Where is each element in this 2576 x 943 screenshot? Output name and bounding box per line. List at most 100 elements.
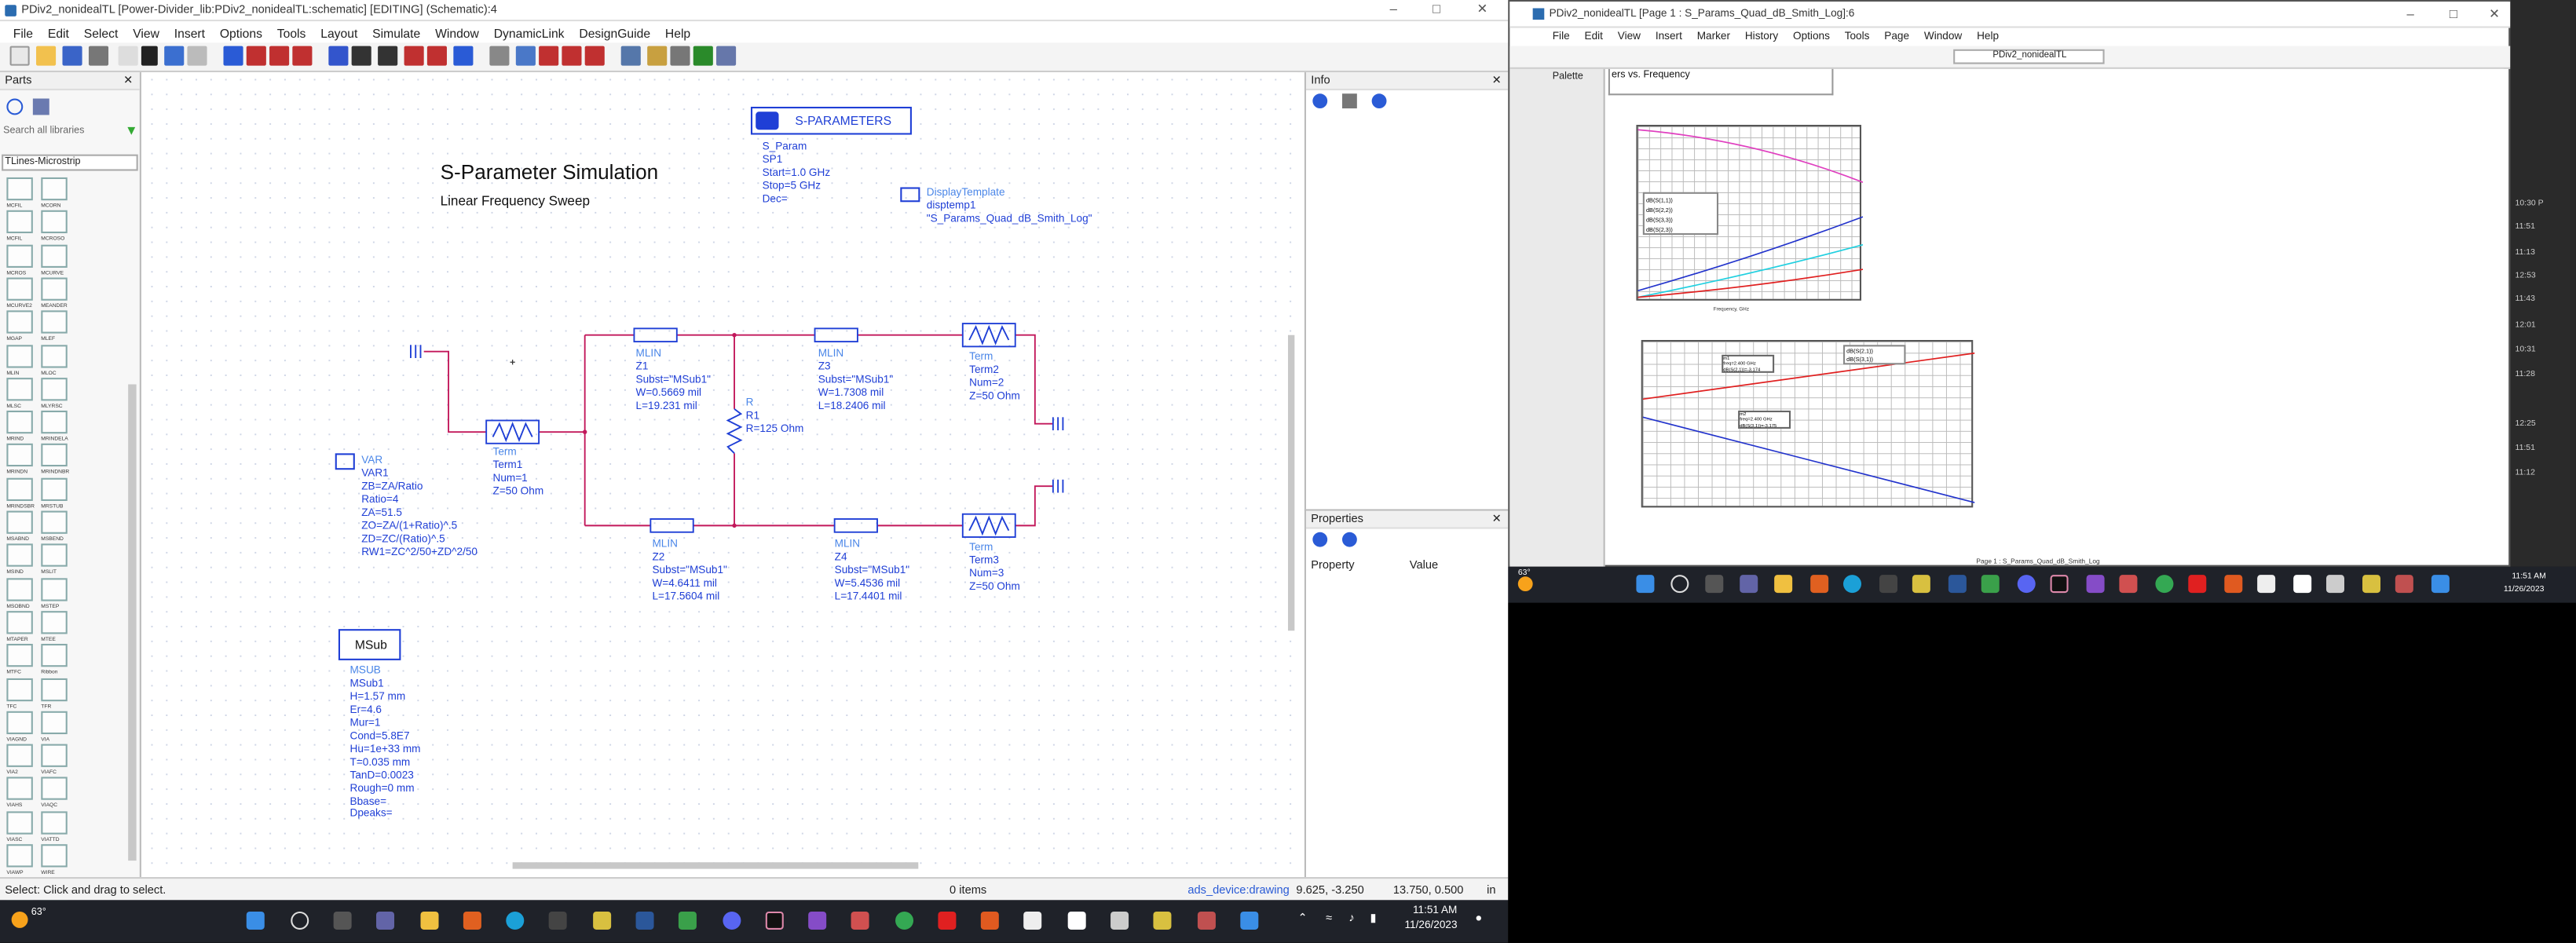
part-item[interactable]	[41, 577, 68, 601]
help-icon[interactable]	[1371, 93, 1387, 109]
part-item[interactable]	[6, 210, 33, 234]
notification-icon[interactable]: ●	[1475, 913, 1483, 925]
matlab-icon[interactable]	[2119, 575, 2138, 594]
app-icon[interactable]	[2257, 575, 2276, 594]
new-icon[interactable]	[9, 46, 30, 66]
delete-icon[interactable]	[141, 46, 158, 66]
part-item[interactable]	[41, 711, 68, 734]
deactivate-icon[interactable]	[539, 46, 559, 66]
data-display-icon[interactable]	[2395, 575, 2413, 594]
edge-icon[interactable]	[506, 911, 525, 930]
part-item[interactable]	[41, 477, 68, 501]
redo-icon[interactable]	[187, 46, 207, 66]
parts-scrollbar[interactable]	[128, 384, 137, 861]
part-item[interactable]	[41, 411, 68, 434]
save-icon[interactable]	[62, 46, 82, 66]
chrome-icon[interactable]	[2155, 575, 2174, 594]
print-icon[interactable]	[88, 46, 109, 66]
help-icon[interactable]	[1342, 532, 1357, 547]
app-icon[interactable]	[2325, 575, 2344, 594]
close-button[interactable]: ✕	[2489, 6, 2501, 22]
part-item[interactable]	[41, 644, 68, 667]
print-icon[interactable]	[1342, 93, 1357, 109]
app-icon[interactable]	[678, 911, 697, 930]
sparam-controller[interactable]: S-PARAMETERS	[750, 106, 912, 135]
part-item[interactable]	[41, 210, 68, 234]
part-item[interactable]	[6, 310, 33, 334]
optimize-icon[interactable]	[647, 46, 668, 66]
marker-m2[interactable]: m2 freq=2.400 GHz dB(S(3,1))=-3.175	[1738, 410, 1791, 429]
marker-m1[interactable]: m1 freq=2.400 GHz dB(S(2,1))=-3.174	[1722, 354, 1775, 373]
panel-close-icon[interactable]: ✕	[1491, 514, 1502, 526]
part-item[interactable]	[41, 310, 68, 334]
part-item[interactable]	[41, 444, 68, 467]
part-item[interactable]	[41, 544, 68, 568]
zoom-in-icon[interactable]	[269, 46, 290, 66]
menu-insert[interactable]: Insert	[1655, 31, 1682, 43]
part-item[interactable]	[6, 711, 33, 734]
part-item[interactable]	[6, 344, 33, 367]
part-item[interactable]	[6, 610, 33, 634]
part-item[interactable]	[41, 344, 68, 367]
app-icon[interactable]	[1981, 575, 2000, 594]
part-item[interactable]	[6, 577, 33, 601]
term2-symbol[interactable]	[961, 323, 1016, 348]
panel-close-icon[interactable]: ✕	[123, 75, 134, 87]
part-item[interactable]	[41, 744, 68, 768]
part-item[interactable]	[41, 844, 68, 868]
app-icon[interactable]	[2224, 575, 2243, 594]
tray-chevron-icon[interactable]: ⌃	[1297, 913, 1308, 925]
clock-time[interactable]: 11:51 AM	[2512, 571, 2546, 582]
menu-view[interactable]: View	[133, 26, 159, 42]
gear-icon[interactable]	[1312, 93, 1328, 109]
short-icon[interactable]	[562, 46, 582, 66]
open-folder-icon[interactable]	[36, 46, 57, 66]
ground-icon[interactable]	[351, 46, 371, 66]
data-display-icon[interactable]	[716, 46, 737, 66]
menu-options[interactable]: Options	[1793, 31, 1830, 43]
menu-tools[interactable]: Tools	[1844, 31, 1870, 43]
ads-icon[interactable]	[1153, 911, 1172, 930]
zoom-area-icon[interactable]	[246, 46, 266, 66]
zoom-out-icon[interactable]	[292, 46, 313, 66]
wifi-icon[interactable]: ≈	[1326, 913, 1333, 925]
mlin-z3-symbol[interactable]	[814, 327, 858, 343]
menu-history[interactable]: History	[1744, 31, 1779, 43]
vertical-scrollbar[interactable]	[1287, 334, 1295, 631]
app-icon[interactable]	[980, 911, 999, 930]
ads-icon[interactable]	[1912, 575, 1930, 594]
tune-icon[interactable]	[620, 46, 641, 66]
panel-close-icon[interactable]: ✕	[1491, 75, 1502, 87]
minimize-button[interactable]: –	[1389, 2, 1397, 16]
part-item[interactable]	[41, 243, 68, 268]
app-icon[interactable]	[1067, 911, 1086, 930]
undo-icon[interactable]	[164, 46, 185, 66]
file-explorer-icon[interactable]	[420, 911, 439, 930]
part-item[interactable]	[41, 377, 68, 400]
menu-select[interactable]: Select	[83, 26, 119, 42]
part-item[interactable]	[6, 777, 33, 801]
filter-icon[interactable]: ▼	[124, 122, 138, 138]
parts-search[interactable]: Search all libraries	[3, 126, 85, 137]
task-view-icon[interactable]	[333, 911, 352, 930]
display-template-icon[interactable]	[900, 187, 920, 203]
menu-window[interactable]: Window	[1923, 31, 1963, 43]
clock-date[interactable]: 11/26/2023	[2503, 584, 2545, 595]
part-item[interactable]	[6, 510, 33, 534]
menu-edit[interactable]: Edit	[47, 26, 69, 42]
clock-date[interactable]: 11/26/2023	[1404, 919, 1458, 932]
ads-icon[interactable]	[2362, 575, 2381, 594]
store-icon[interactable]	[463, 911, 481, 930]
dataset-select[interactable]	[1953, 49, 2105, 64]
ads-icon[interactable]	[593, 911, 612, 930]
menu-options[interactable]: Options	[219, 26, 262, 42]
app-icon[interactable]	[2050, 575, 2069, 594]
var-icon[interactable]	[335, 453, 355, 470]
word-icon[interactable]	[1948, 575, 1967, 594]
resistor-r1-symbol[interactable]	[726, 408, 743, 455]
search-icon[interactable]	[1670, 575, 1689, 594]
notepad-icon[interactable]	[1240, 911, 1259, 930]
terminal-icon[interactable]	[548, 911, 567, 930]
wire-icon[interactable]	[404, 46, 424, 66]
menu-marker[interactable]: Marker	[1696, 31, 1731, 43]
